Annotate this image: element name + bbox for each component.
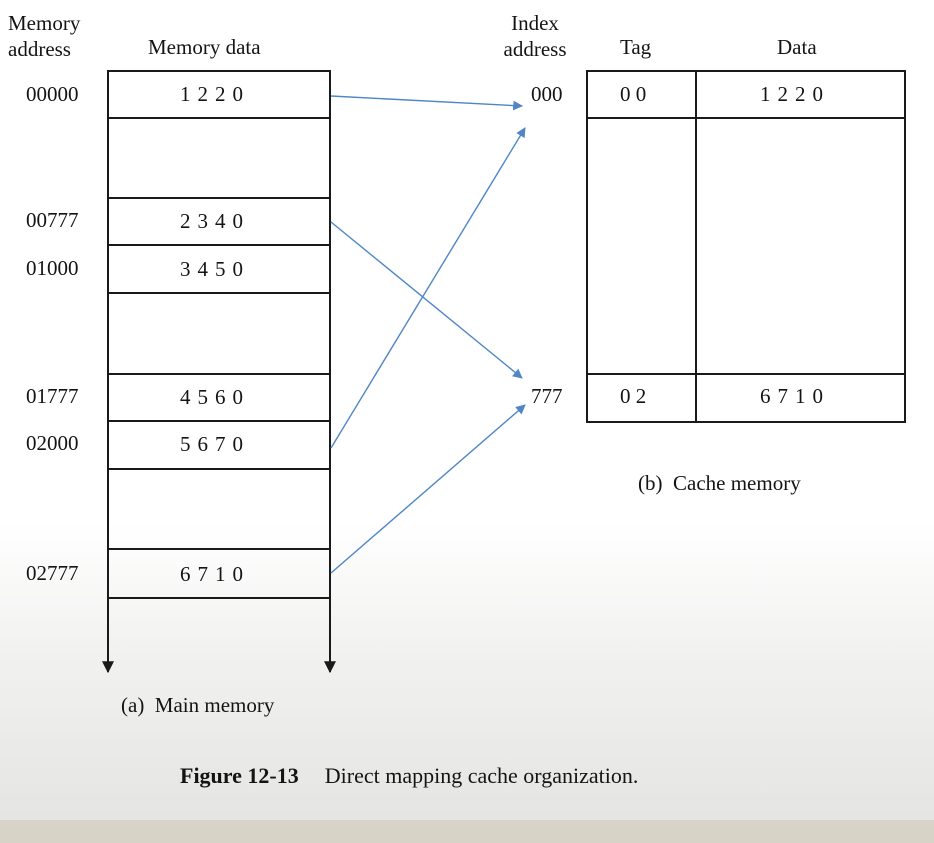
cache-memory-table [586,70,906,423]
tag-header: Tag [620,35,652,59]
memory-address-header: Memory address [8,11,81,61]
main-memory-left-edge [107,70,109,662]
bottom-band [0,820,934,843]
memory-address: 02777 [26,561,79,585]
memory-data-value: 3450 [180,257,250,281]
figure-title: Direct mapping cache organization. [324,763,639,788]
main-memory-divider [107,373,331,375]
cache-row-divider [586,117,906,119]
cache-column-divider [695,70,697,423]
main-memory-divider [107,468,331,470]
memory-address: 02000 [26,431,79,455]
memory-data-value: 6710 [180,562,250,586]
cache-index: 777 [531,384,563,408]
main-memory-divider [107,244,331,246]
cache-data: 6710 [760,384,830,408]
main-memory-divider [107,292,331,294]
memory-data-value: 4560 [180,385,250,409]
main-memory-right-edge [329,70,331,662]
memory-data-header: Memory data [148,35,261,59]
cache-tag: 0 2 [620,384,647,408]
main-memory-caption: (a) Main memory [121,693,275,717]
index-address-header: Index address [503,11,567,61]
cache-index: 000 [531,82,563,106]
cache-row-divider [586,373,906,375]
cache-tag: 0 0 [620,82,647,106]
memory-data-value: 2340 [180,209,250,233]
memory-address: 00000 [26,82,79,106]
memory-address: 01000 [26,256,79,280]
memory-data-value: 1220 [180,82,250,106]
data-header: Data [777,35,817,59]
cache-memory-caption: (b) Cache memory [638,471,801,495]
memory-data-value: 5670 [180,432,250,456]
figure-caption: Figure 12-13 Direct mapping cache organiz… [180,765,638,787]
memory-address: 00777 [26,208,79,232]
main-memory-divider [107,197,331,199]
mapping-arrow-00000-to-000 [330,95,523,111]
figure-number: Figure 12-13 [180,763,299,788]
mapping-arrow-00777-to-777 [330,221,523,379]
main-memory-divider [107,597,331,599]
mapping-arrow-02000-to-000 [330,127,526,449]
main-memory-divider [107,548,331,550]
cache-data: 1220 [760,82,830,106]
main-memory-divider [107,117,331,119]
memory-address: 01777 [26,384,79,408]
mapping-arrow-02777-to-777 [330,404,526,574]
main-memory-divider [107,70,331,72]
main-memory-divider [107,420,331,422]
